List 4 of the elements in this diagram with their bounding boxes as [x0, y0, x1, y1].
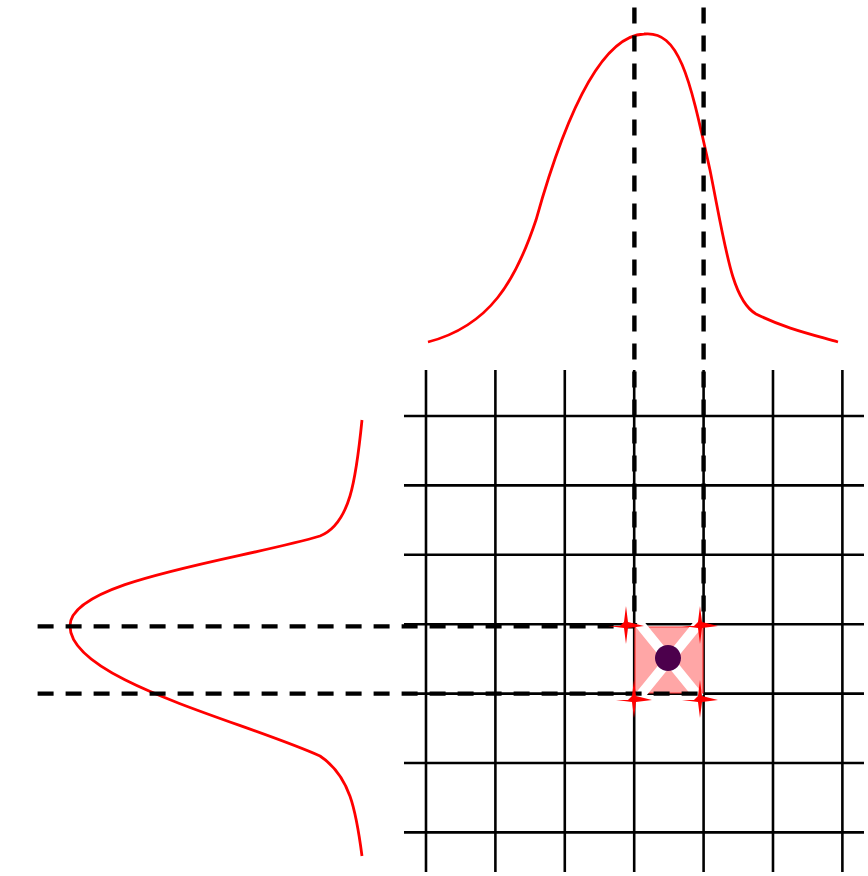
dashed-guide-line: [37, 624, 635, 629]
distribution-curve: [427, 32, 839, 344]
dashed-guide-line: [37, 691, 704, 696]
distribution-curve: [68, 419, 364, 857]
